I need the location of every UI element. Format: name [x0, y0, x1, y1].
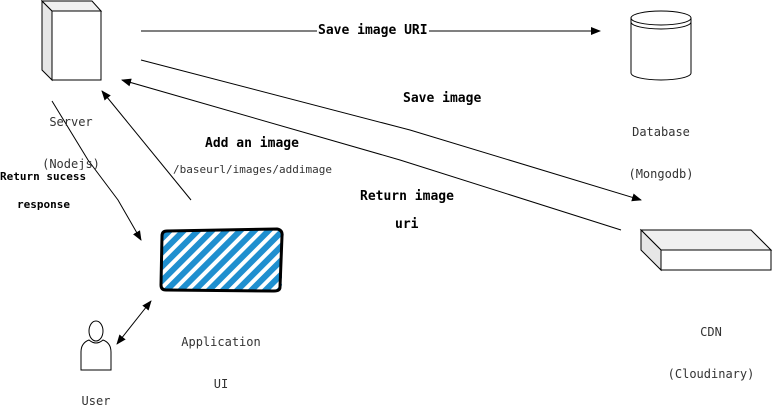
server-label-line2: (Nodejs) — [42, 157, 100, 171]
return-success-arrow — [51, 100, 142, 241]
return-success-edge-label-line2: response — [17, 198, 70, 212]
database-label: Database (Mongodb) — [611, 97, 711, 195]
database-label-line2: (Mongodb) — [628, 167, 694, 181]
server-node — [40, 0, 103, 82]
server-label: Server (Nodejs) — [30, 87, 112, 185]
cdn-node — [639, 228, 773, 272]
save-image-edge-label: Save image — [403, 91, 482, 106]
user-figure — [80, 320, 112, 371]
database-node — [630, 10, 692, 81]
application-ui-node — [159, 227, 284, 293]
cdn-label-line2: (Cloudinary) — [667, 367, 755, 381]
save-image-arrow — [140, 59, 642, 202]
application-ui-label: Application UI — [166, 307, 276, 405]
add-image-path-label: /baseurl/images/addimage — [173, 163, 332, 176]
return-success-edge-label-line1: Return sucess — [0, 170, 87, 184]
return-uri-arrow — [121, 78, 622, 231]
return-uri-edge-label-line2: uri — [395, 217, 419, 232]
application-ui-label-line1: Application — [181, 335, 261, 349]
user-label: User — [81, 394, 111, 408]
save-uri-edge-label: Save image URI — [317, 23, 429, 38]
cdn-label: CDN (Cloudinary) — [656, 297, 766, 395]
cdn-label-line1: CDN — [700, 325, 722, 339]
return-uri-edge-label-line1: Return image — [360, 189, 454, 204]
database-label-line1: Database — [632, 125, 690, 139]
add-image-edge-label: Add an image — [205, 136, 299, 151]
user-app-arrow — [116, 300, 152, 345]
add-image-arrow — [101, 90, 192, 201]
server-label-line1: Server — [49, 115, 93, 129]
application-ui-label-line2: UI — [213, 377, 229, 391]
